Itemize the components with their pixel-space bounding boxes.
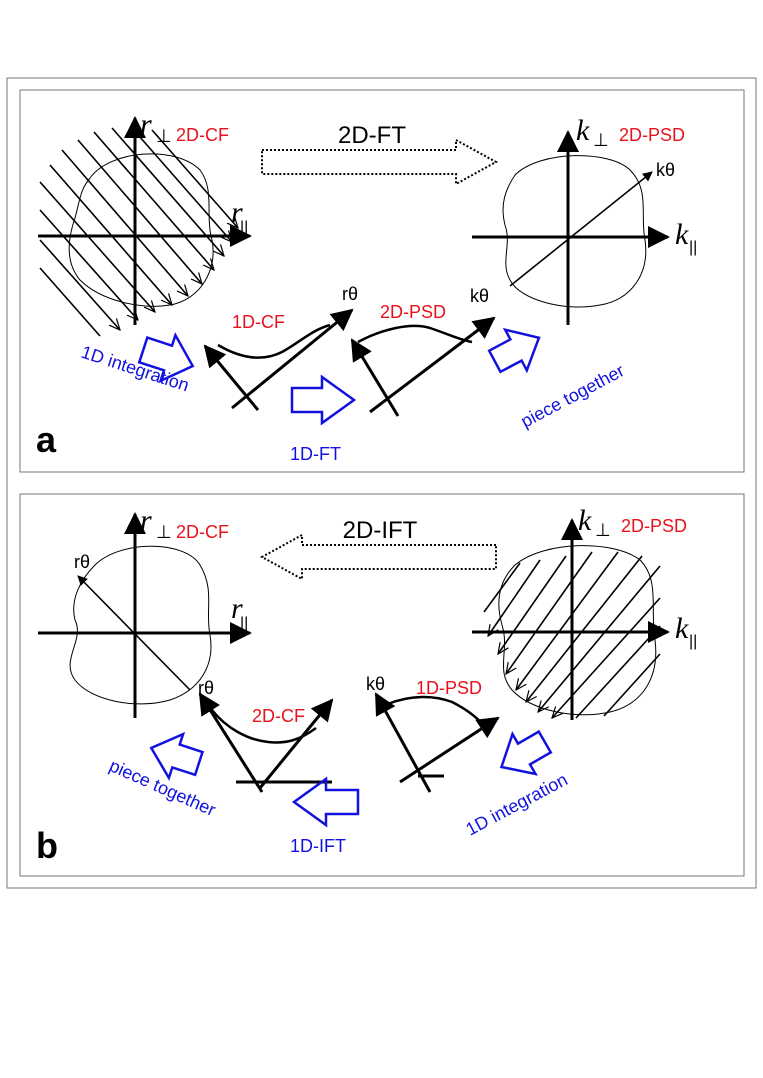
panel-a-2d-cf-label: 2D-CF [176,125,229,145]
panel-a-k-theta-line [509,171,653,287]
panel-b-r-par-sub: || [240,615,248,632]
panel-b-r-theta-left-label: rθ [74,552,90,572]
panel-a-1d-cf-curve [217,323,331,359]
panel-b-integration-arrow [499,729,553,776]
panel-a-1d-ft-arrow [290,374,357,426]
panel-a-integration-arrow [137,332,195,384]
panel-a-psd-vertical-axis [350,338,400,417]
panel-b-r-perp-sub: ⊥ [156,522,172,542]
panel-a-2d-psd-label: 2D-PSD [619,125,685,145]
panel-b-1d-ift-label: 1D-IFT [290,836,346,856]
panel-b-2d-cf-curve [211,709,317,744]
panel-b-k-par-sub: || [689,633,697,650]
panel-a-2d-psd-mid-label: 2D-PSD [380,302,446,322]
panel-a-2d-ft-arrow [261,138,499,186]
panel-a-k-perp-sub: ⊥ [593,130,609,150]
panel-b-integration-label: 1D integration [462,769,570,839]
panel-a-cf-contour [68,153,214,307]
panel-b-k-perp-label: k [578,504,592,537]
outer-frame [6,77,757,889]
panel-b-k-perp-sub: ⊥ [595,520,611,540]
panel-a-integration-label: 1D integration [79,342,192,396]
panel-a-r-par-label: r [231,196,243,229]
panel-b-2d-ift-label: 2D-IFT [343,517,418,544]
panel-b-letter: b [36,825,58,866]
panel-b-psd-contour [498,545,657,716]
panel-a-1d-ft-label: 1D-FT [290,444,341,464]
panel-b-cf-diag-axis [258,698,334,789]
panel-a-piece-arrow [487,327,541,374]
panel-a-k-par-sub: || [689,239,697,256]
panel-a-psd-k-theta-axis [369,316,496,414]
panel-a-cf-r-theta-axis [231,308,354,410]
panel-b-frame [19,493,745,877]
panel-a-piece-label: piece together [517,360,627,431]
panel-b-cf-vertical-axis [198,692,264,793]
panel-a-psd-contour [502,155,647,308]
panel-b-k-theta-label: kθ [366,674,385,694]
panel-b-psd-k-theta-axis [399,716,500,784]
panel-a-k-par-label: k [675,218,689,251]
panel-b-1d-psd-curve [387,695,487,729]
panel-a-r-perp-label: r [140,108,152,141]
panel-b-1d-ift-arrow [291,776,360,828]
panel-a-letter: a [36,419,57,460]
panel-a-1d-cf-label: 1D-CF [232,312,285,332]
panel-b-piece-arrow [149,731,205,781]
panel-b-k-par-label: k [675,612,689,645]
panel-a-hatching [39,127,238,337]
panel-a-k-perp-label: k [576,114,590,147]
panel-a-2d-psd-curve [357,324,473,344]
panel-a-2d-ft-label: 2D-FT [338,122,406,149]
panel-b-1d-psd-label: 1D-PSD [416,678,482,698]
panel-a-frame [19,89,745,473]
panel-b-r-theta-line [77,575,191,691]
panel-b-r-theta-mid-label: rθ [198,678,214,698]
panel-a-r-theta-label: rθ [342,284,358,304]
panel-b-cf-contour [69,545,212,705]
panel-a: r ⊥ 2D-CF r || 2D-FT k ⊥ 2D-PSD kθ k || … [19,89,745,473]
panel-a-k-theta-right-label: kθ [656,160,675,180]
panel-b-2d-ift-arrow [259,533,497,581]
panel-b-2d-psd-label: 2D-PSD [621,516,687,536]
panel-b-2d-cf-label: 2D-CF [176,522,229,542]
panel-b-r-perp-label: r [140,504,152,537]
panel-b-2d-cf-mid-label: 2D-CF [252,706,305,726]
panel-b-r-par-label: r [231,592,243,625]
panel-b: r ⊥ 2D-CF r || rθ 2D-IFT k ⊥ 2D-PSD k || [19,493,745,877]
panel-a-k-theta-mid-label: kθ [470,286,489,306]
panel-b-hatching [483,551,661,718]
panel-a-r-perp-sub: ⊥ [156,126,172,146]
panel-a-cf-vertical-axis [203,344,260,411]
panel-a-r-par-sub: || [240,219,248,236]
